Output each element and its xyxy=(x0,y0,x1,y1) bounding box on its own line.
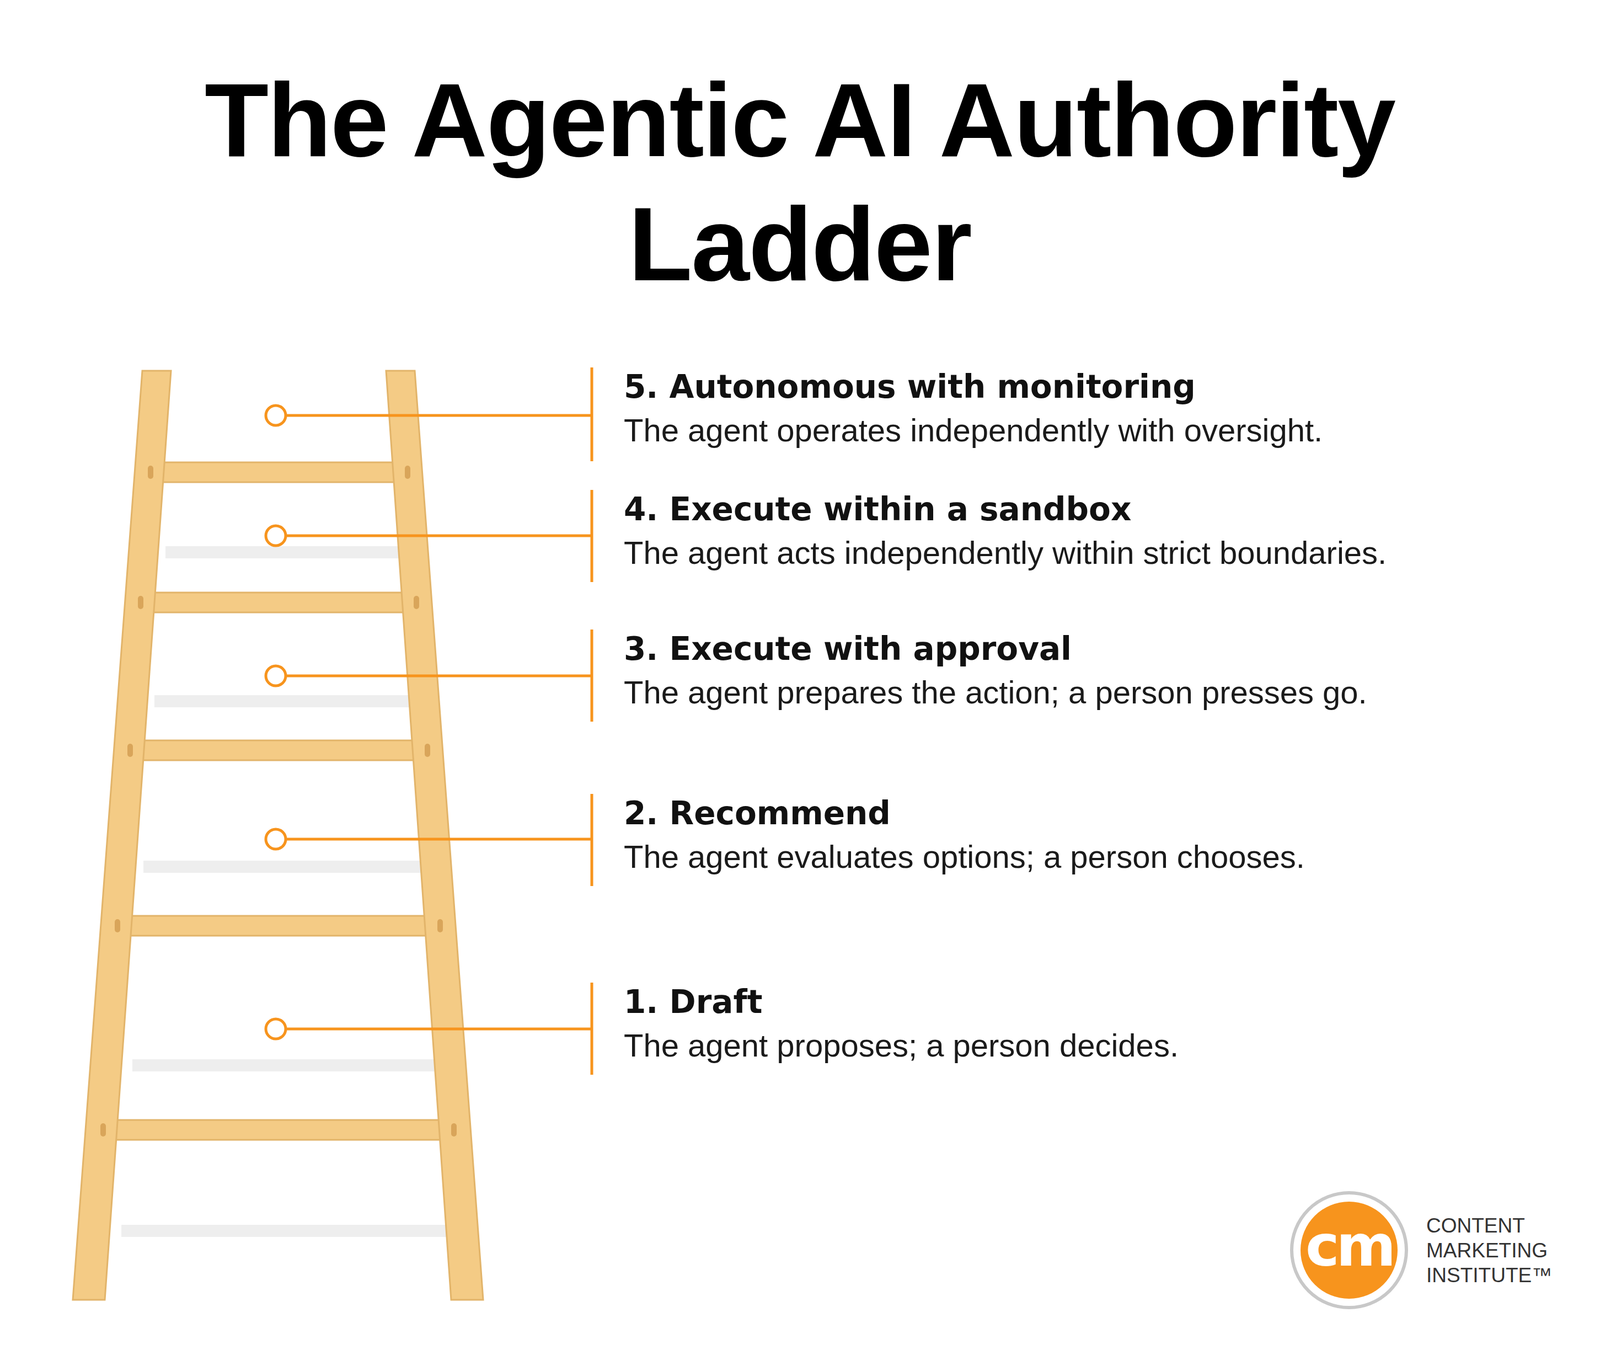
leader-lines xyxy=(285,367,592,1075)
step-heading: 5. Autonomous with monitoring xyxy=(623,366,1196,408)
logo-mark: cm xyxy=(1290,1186,1409,1305)
ladder-rungs xyxy=(115,462,444,1140)
ladder-rails xyxy=(72,370,484,1300)
step-heading: 3. Execute with approval xyxy=(623,628,1072,670)
leader-dots xyxy=(265,405,286,1039)
step-description: The agent proposes; a person decides. xyxy=(623,1025,1179,1066)
step-description: The agent acts independently within stri… xyxy=(623,532,1387,573)
step-heading: 1. Draft xyxy=(623,981,763,1022)
logo-wordmark: CONTENT MARKETING INSTITUTE™ xyxy=(1426,1212,1576,1288)
ladder-bolts xyxy=(100,465,457,1137)
logo-badge: cmCONTENT MARKETING INSTITUTE™ xyxy=(1290,1190,1595,1309)
step-description: The agent operates independently with ov… xyxy=(623,410,1323,451)
title: The Agentic AI Authority Ladder xyxy=(193,57,1407,307)
step-description: The agent evaluates options; a person ch… xyxy=(623,836,1305,877)
step-heading: 4. Execute within a sandbox xyxy=(623,488,1132,530)
step-description: The agent prepares the action; a person … xyxy=(623,672,1368,713)
step-heading: 2. Recommend xyxy=(623,792,891,834)
